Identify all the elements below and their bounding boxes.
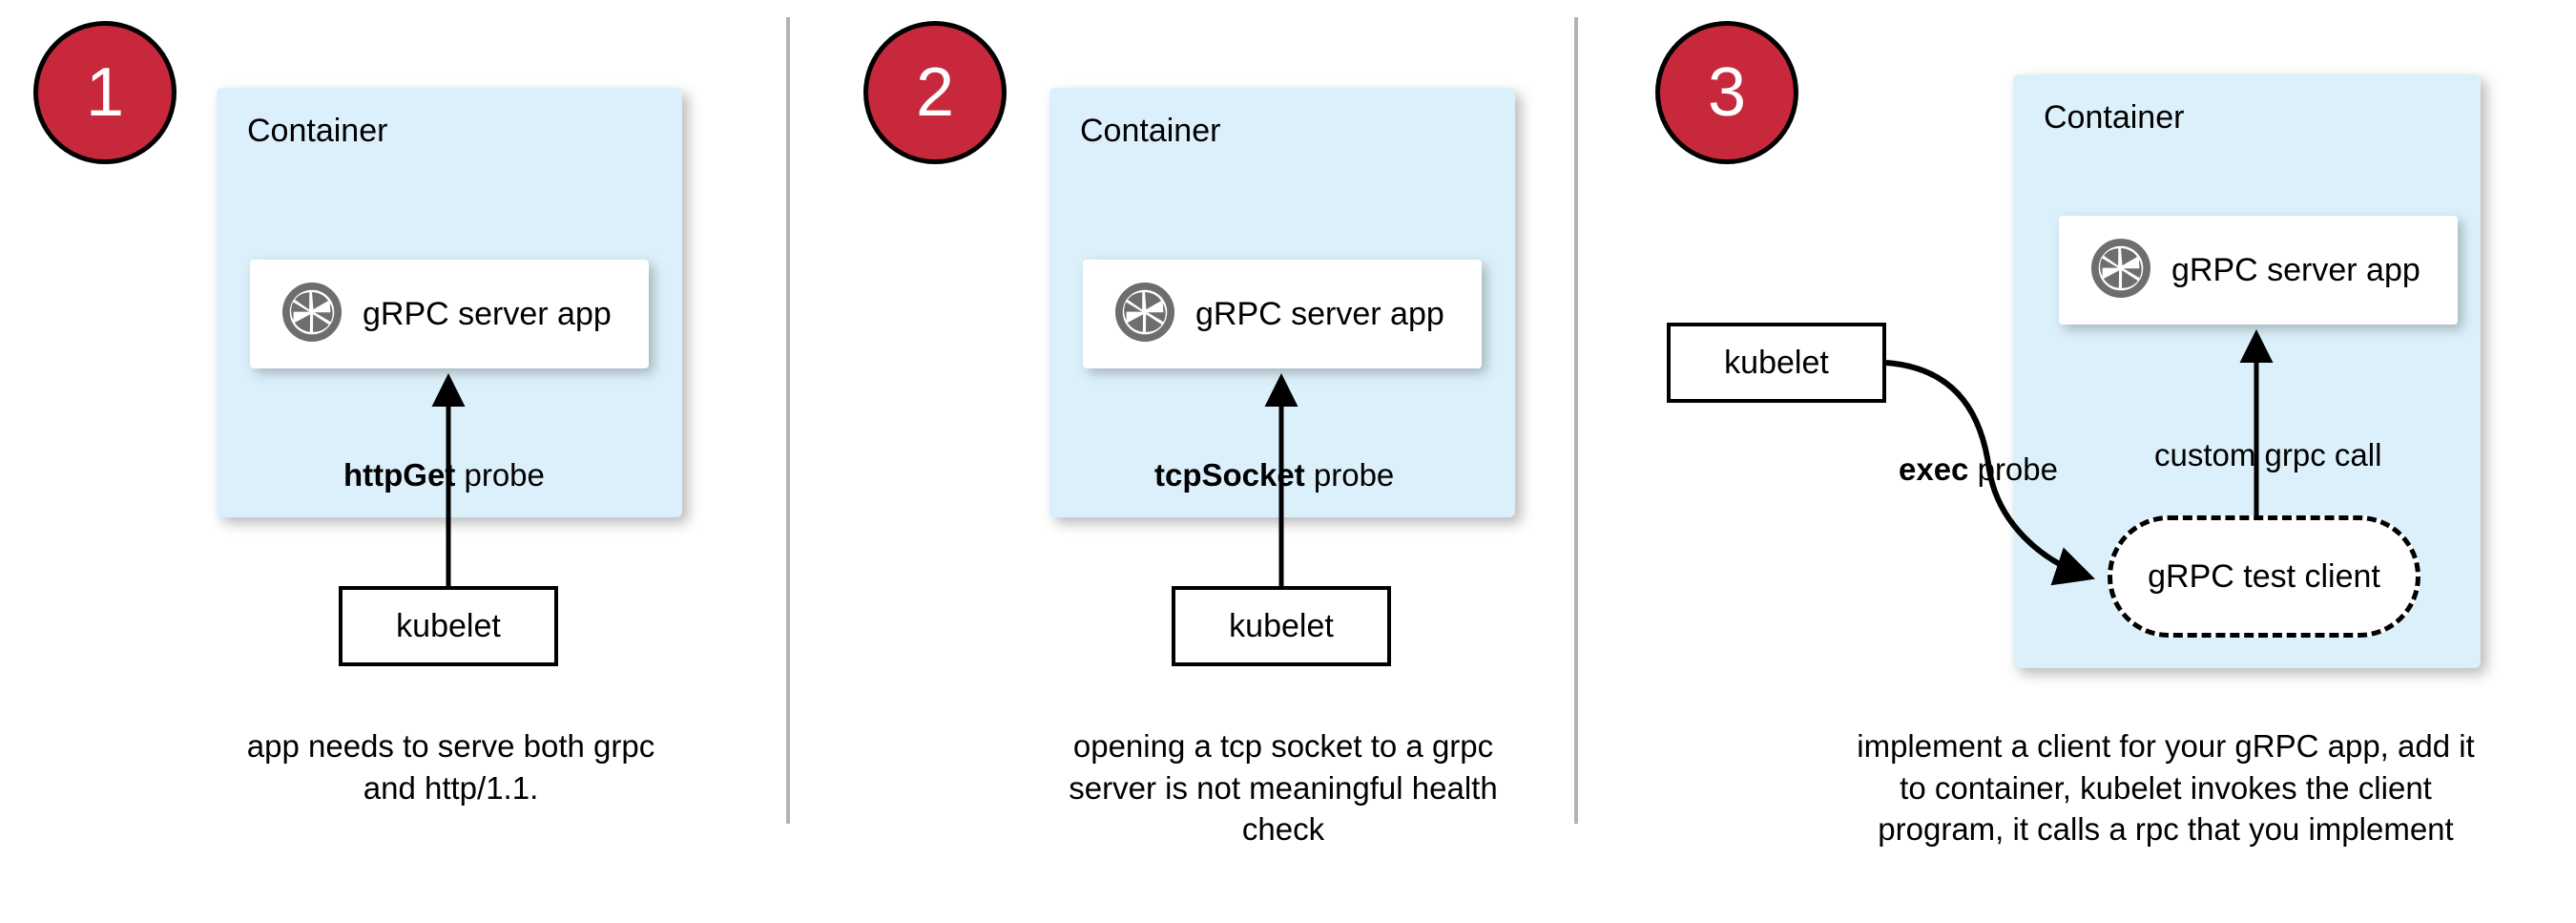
- step-number-3: 3: [1707, 54, 1747, 131]
- kubelet-label-2: kubelet: [1229, 607, 1334, 644]
- container-label-1: Container: [247, 113, 388, 149]
- kubelet-label-3: kubelet: [1724, 344, 1829, 381]
- probe-label-2: tcpSocket probe: [1154, 457, 1394, 493]
- kubelet-label-1: kubelet: [396, 607, 501, 644]
- step-badge-3: 3: [1655, 21, 1798, 164]
- step-number-1: 1: [85, 54, 125, 131]
- probe-suffix-3: probe: [1968, 451, 2058, 487]
- panel-divider-1: [786, 17, 790, 824]
- grpc-aperture-icon: [1115, 282, 1174, 346]
- probe-suffix-1: probe: [455, 457, 545, 493]
- caption-3: implement a client for your gRPC app, ad…: [1841, 725, 2490, 850]
- probe-label-1: httpGet probe: [343, 457, 545, 493]
- grpc-aperture-icon: [282, 282, 342, 346]
- grpc-server-app-label-1: gRPC server app: [363, 295, 612, 332]
- grpc-server-app-card-3: gRPC server app: [2059, 216, 2458, 325]
- grpc-server-app-card-1: gRPC server app: [250, 260, 649, 368]
- kubelet-box-2: kubelet: [1172, 586, 1391, 666]
- grpc-test-client-node: gRPC test client: [2108, 515, 2420, 638]
- probe-label-3: exec probe: [1899, 451, 2058, 488]
- probe-type-2: tcpSocket: [1154, 457, 1305, 493]
- caption-1-line-1: app needs to serve both grpc: [246, 728, 655, 764]
- custom-grpc-call-label: custom grpc call: [2154, 437, 2382, 472]
- caption-3-line-1: implement a client for your gRPC app, ad…: [1857, 728, 2475, 764]
- probe-type-3: exec: [1899, 451, 1969, 487]
- grpc-server-app-label-2: gRPC server app: [1195, 295, 1444, 332]
- panel-divider-2: [1574, 17, 1578, 824]
- caption-2-line-3: check: [1241, 811, 1325, 848]
- kubelet-box-3: kubelet: [1667, 323, 1886, 403]
- caption-2-line-1: opening a tcp socket to a grpc: [1072, 728, 1494, 764]
- grpc-test-client-label: gRPC test client: [2148, 557, 2380, 595]
- probe-suffix-2: probe: [1304, 457, 1395, 493]
- container-label-2: Container: [1080, 113, 1221, 149]
- caption-2: opening a tcp socket to a grpc server is…: [1040, 725, 1527, 850]
- caption-1: app needs to serve both grpc and http/1.…: [215, 725, 687, 808]
- grpc-server-app-card-2: gRPC server app: [1083, 260, 1482, 368]
- grpc-aperture-icon: [2091, 238, 2150, 303]
- caption-2-line-2: server is not meaningful health: [1069, 769, 1498, 806]
- step-badge-1: 1: [33, 21, 177, 164]
- step-number-2: 2: [915, 54, 955, 131]
- caption-3-line-2: to container, kubelet invokes the client: [1900, 769, 2432, 806]
- caption-3-line-3: program, it calls a rpc that you impleme…: [1878, 811, 2454, 848]
- kubelet-box-1: kubelet: [339, 586, 558, 666]
- probe-type-1: httpGet: [343, 457, 456, 493]
- container-label-3: Container: [2044, 99, 2185, 136]
- grpc-server-app-label-3: gRPC server app: [2171, 251, 2420, 288]
- caption-1-line-2: and http/1.1.: [363, 769, 539, 806]
- step-badge-2: 2: [863, 21, 1007, 164]
